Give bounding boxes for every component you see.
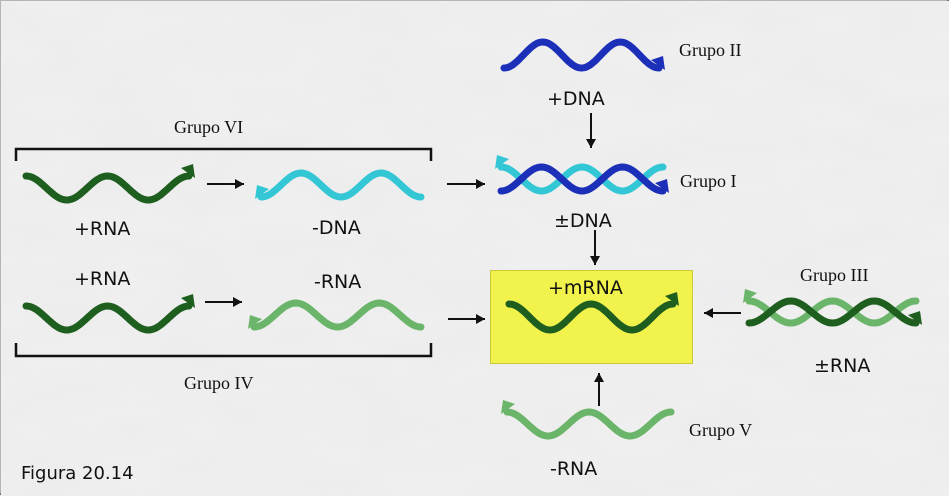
- arrow-v-to-mrna-head: [594, 373, 604, 382]
- group-i-blue-strand-arrowhead: [655, 179, 669, 193]
- minus-rna-bottom-label: -RNA: [550, 458, 598, 480]
- group-i-label: Grupo I: [680, 171, 737, 191]
- group-iii-label: Grupo III: [800, 265, 869, 285]
- plus-mrna-label: +mRNA: [548, 277, 623, 299]
- minus-rna-mid-label: -RNA: [314, 271, 362, 293]
- group-iv-minus-rna-strand-arrowhead: [248, 315, 262, 329]
- group-i-cyan-strand: [497, 163, 667, 195]
- figure-caption: Figura 20.14: [21, 463, 134, 484]
- group-iii-dark-strand: [745, 297, 920, 327]
- arrow-dna-to-i-head: [476, 179, 485, 189]
- mrna-strand: [505, 300, 677, 334]
- group-iii-dark-strand-arrowhead: [908, 311, 922, 325]
- group-v-minus-rna-strand: [503, 408, 675, 440]
- group-iv-plus-rna-strand-arrowhead: [181, 294, 195, 308]
- group-vi-minus-dna-strand-arrowhead: [255, 185, 269, 199]
- group-v-minus-rna-strand-arrowhead: [501, 400, 515, 414]
- pm-rna-label: ±RNA: [814, 355, 871, 377]
- group-iv-bracket: [14, 343, 433, 358]
- group-iv-minus-rna-strand: [250, 299, 425, 331]
- plus-dna-label: +DNA: [547, 88, 605, 110]
- plus-rna-mid-label: +RNA: [74, 268, 131, 290]
- group-vi-bracket: [14, 147, 433, 161]
- mrna-highlight-box: [490, 270, 693, 364]
- group-iv-plus-rna-strand: [22, 302, 193, 334]
- arrow-ii-to-i-head: [586, 139, 596, 148]
- group-ii-dna-strand: [500, 38, 663, 72]
- plus-rna-top-label: +RNA: [74, 218, 131, 240]
- group-iii-light-strand-arrowhead: [743, 289, 757, 303]
- group-iii-light-strand: [745, 297, 920, 327]
- group-i-blue-strand: [497, 163, 667, 195]
- minus-dna-label: -DNA: [312, 217, 361, 239]
- group-ii-dna-strand-arrowhead: [651, 56, 665, 70]
- arrow-iv-to-mrna-head: [476, 314, 485, 324]
- arrow-plus-to-minus-rna-head: [233, 297, 242, 307]
- group-i-cyan-strand-arrowhead: [495, 155, 509, 169]
- group-iv-label: Grupo IV: [184, 373, 254, 393]
- mrna-strand-arrowhead: [665, 292, 679, 306]
- arrow-rna-to-dna-head: [235, 179, 244, 189]
- group-vi-minus-dna-strand: [257, 169, 425, 201]
- arrow-i-to-mrna-head: [590, 256, 600, 265]
- group-vi-plus-rna-strand-arrowhead: [181, 164, 195, 178]
- group-vi-label: Grupo VI: [174, 117, 244, 137]
- arrow-iii-to-mrna-head: [704, 308, 713, 318]
- pm-dna-label: ±DNA: [554, 210, 612, 232]
- group-vi-plus-rna-strand: [22, 172, 193, 204]
- group-ii-label: Grupo II: [679, 40, 742, 60]
- group-v-label: Grupo V: [689, 420, 753, 440]
